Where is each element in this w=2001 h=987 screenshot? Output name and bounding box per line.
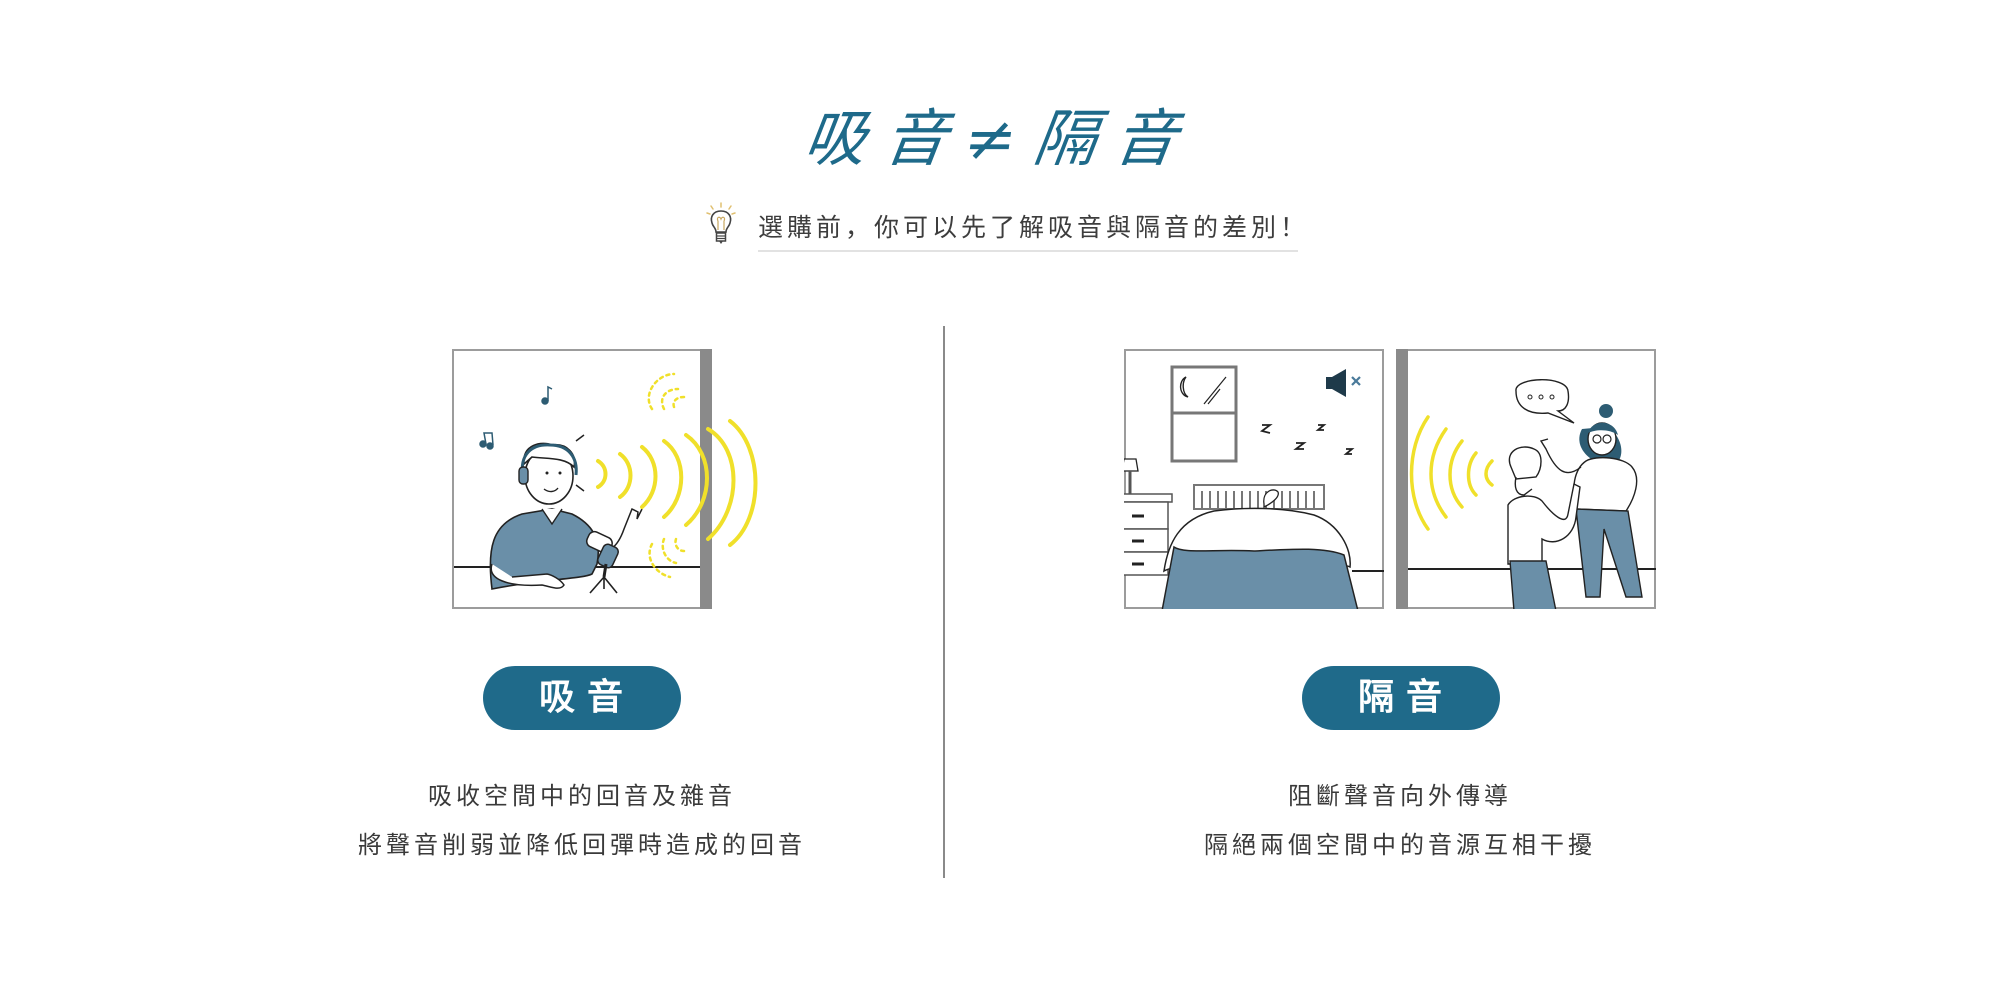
absorption-badge: 吸音 [483,666,681,730]
section-divider [943,326,945,878]
page-title: 吸音≠隔音 [799,102,1200,175]
talking-people-illustration [1396,349,1656,609]
nightstand-lamp-icon [1124,458,1173,576]
subtitle-row: 選購前，你可以先了解吸音與隔音的差別！ [706,200,1306,252]
subtitle-underline [758,250,1298,252]
absorption-desc-line-1: 吸收空間中的回音及雜音 [428,782,736,810]
lightbulb-icon [706,202,736,244]
bed-icon [1161,484,1359,609]
bedroom-illustration [1124,349,1384,609]
window-with-moon-icon [1170,365,1238,463]
speaker-muted-icon [1326,369,1361,397]
insulation-desc-line-2: 隔絕兩個空間中的音源互相干擾 [1204,831,1596,859]
music-note-icon [479,385,553,450]
sleeping-z-icon [1259,424,1355,455]
sound-wave-icon [596,419,758,547]
woman-talking-icon [1539,404,1643,598]
subtitle-text: 選購前，你可以先了解吸音與隔音的差別！ [758,213,1310,242]
insulation-badge: 隔音 [1302,666,1500,730]
microphone-icon [585,530,620,594]
man-talking-icon [1507,446,1581,609]
insulation-desc-line-1: 阻斷聲音向外傳導 [1288,782,1512,810]
wall-icon [1396,349,1408,609]
absorption-desc-line-2: 將聲音削弱並降低回彈時造成的回音 [358,831,806,859]
sound-wave-icon [1409,415,1494,531]
absorption-illustration [452,349,758,609]
person-with-headphones-icon [489,434,643,590]
speech-bubble-icon [1515,379,1575,424]
